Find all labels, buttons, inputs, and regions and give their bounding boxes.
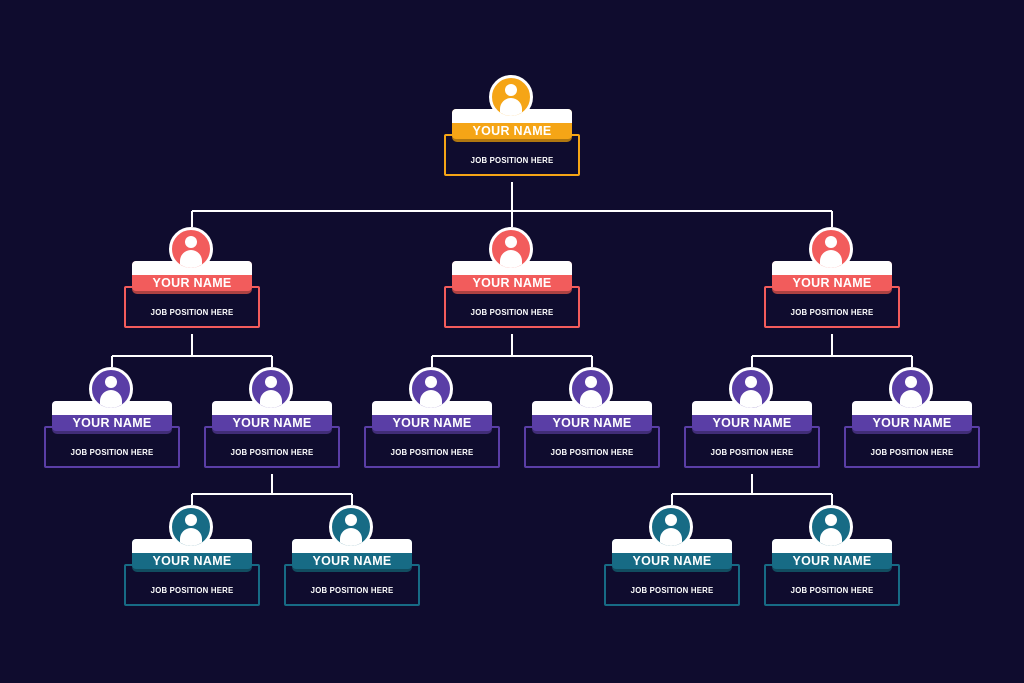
node-name: YOUR NAME [632, 554, 712, 568]
node-position: JOB POSITION HERE [230, 448, 314, 457]
node-name: YOUR NAME [312, 554, 392, 568]
node-position: JOB POSITION HERE [710, 448, 794, 457]
person-icon [169, 227, 213, 271]
person-icon [729, 367, 773, 411]
org-node-manager-right[interactable]: YOUR NAME JOB POSITION HERE [762, 227, 902, 334]
node-name: YOUR NAME [472, 276, 552, 290]
person-icon [409, 367, 453, 411]
node-name: YOUR NAME [232, 416, 312, 430]
node-name: YOUR NAME [552, 416, 632, 430]
node-name: YOUR NAME [792, 276, 872, 290]
node-position: JOB POSITION HERE [870, 448, 954, 457]
name-banner: YOUR NAME [532, 401, 652, 431]
node-name: YOUR NAME [712, 416, 792, 430]
node-name: YOUR NAME [872, 416, 952, 430]
person-icon [809, 227, 853, 271]
node-position: JOB POSITION HERE [150, 586, 234, 595]
node-name: YOUR NAME [152, 554, 232, 568]
person-icon [169, 505, 213, 549]
person-icon [569, 367, 613, 411]
node-position: JOB POSITION HERE [150, 308, 234, 317]
person-icon [649, 505, 693, 549]
org-node-lead-6[interactable]: YOUR NAME JOB POSITION HERE [842, 367, 982, 474]
node-position: JOB POSITION HERE [390, 448, 474, 457]
org-node-lead-2[interactable]: YOUR NAME JOB POSITION HERE [202, 367, 342, 474]
node-name: YOUR NAME [72, 416, 152, 430]
node-name: YOUR NAME [152, 276, 232, 290]
org-node-manager-left[interactable]: YOUR NAME JOB POSITION HERE [122, 227, 262, 334]
node-position: JOB POSITION HERE [550, 448, 634, 457]
node-position: JOB POSITION HERE [790, 586, 874, 595]
node-name: YOUR NAME [792, 554, 872, 568]
node-position: JOB POSITION HERE [630, 586, 714, 595]
org-node-manager-center[interactable]: YOUR NAME JOB POSITION HERE [442, 227, 582, 334]
person-icon [489, 227, 533, 271]
node-position: JOB POSITION HERE [470, 308, 554, 317]
org-node-lead-5[interactable]: YOUR NAME JOB POSITION HERE [682, 367, 822, 474]
org-node-staff-4[interactable]: YOUR NAME JOB POSITION HERE [762, 505, 902, 612]
person-icon [809, 505, 853, 549]
node-position: JOB POSITION HERE [70, 448, 154, 457]
org-node-lead-3[interactable]: YOUR NAME JOB POSITION HERE [362, 367, 502, 474]
org-node-staff-1[interactable]: YOUR NAME JOB POSITION HERE [122, 505, 262, 612]
person-icon [249, 367, 293, 411]
org-node-ceo[interactable]: YOUR NAME JOB POSITION HERE [442, 75, 582, 182]
org-node-staff-2[interactable]: YOUR NAME JOB POSITION HERE [282, 505, 422, 612]
node-name: YOUR NAME [392, 416, 472, 430]
person-icon [89, 367, 133, 411]
node-position: JOB POSITION HERE [310, 586, 394, 595]
node-position: JOB POSITION HERE [470, 156, 554, 165]
person-icon [889, 367, 933, 411]
person-icon [329, 505, 373, 549]
org-node-staff-3[interactable]: YOUR NAME JOB POSITION HERE [602, 505, 742, 612]
node-name: YOUR NAME [472, 124, 552, 138]
person-icon [489, 75, 533, 119]
node-position: JOB POSITION HERE [790, 308, 874, 317]
org-node-lead-4[interactable]: YOUR NAME JOB POSITION HERE [522, 367, 662, 474]
org-node-lead-1[interactable]: YOUR NAME JOB POSITION HERE [42, 367, 182, 474]
